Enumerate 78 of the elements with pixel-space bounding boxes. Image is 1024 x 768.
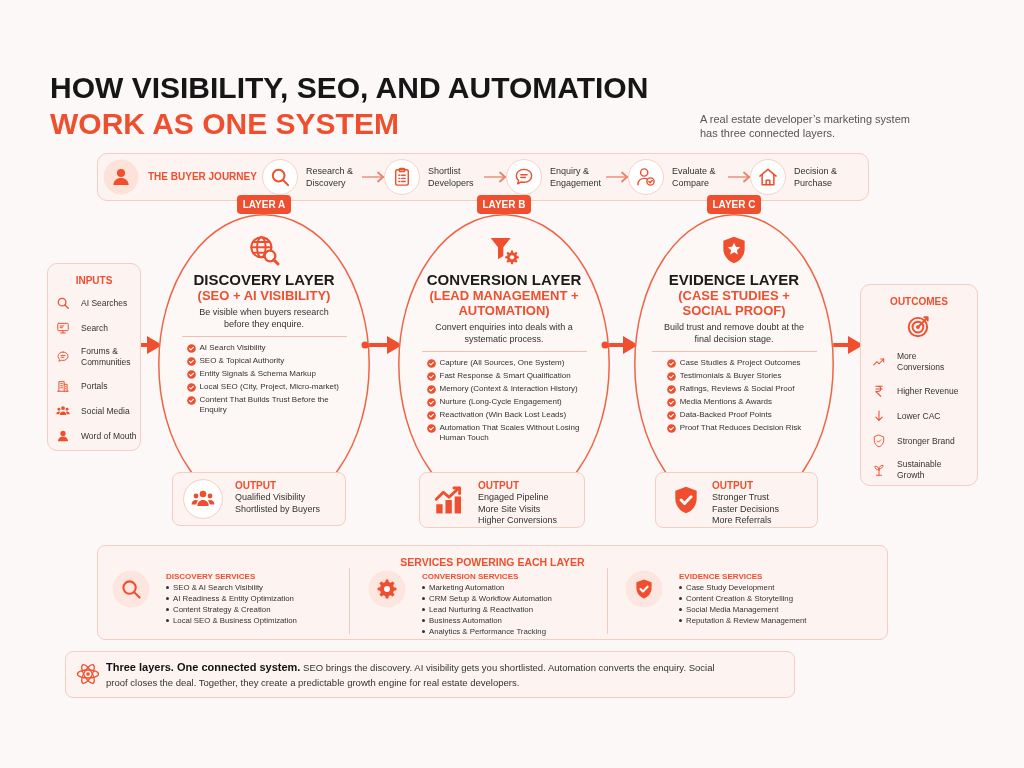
layer-title: CONVERSION LAYER (426, 271, 582, 288)
input-label: AI Searches (81, 297, 128, 309)
bullet-text: Data-Backed Proof Points (679, 410, 772, 420)
input-label: Forums & Communities (81, 346, 132, 368)
output-heading: OUTPUT (478, 479, 521, 492)
bullet-text: Entity Signals & Schema Markup (199, 369, 316, 379)
output-text: Shortlisted by Buyers (235, 503, 321, 515)
output-heading: OUTPUT (235, 479, 278, 492)
services-panel (97, 545, 888, 640)
bullet-text: Nurture (Long-Cycle Engagement) (439, 397, 562, 407)
output-text: More Site Visits (478, 503, 542, 515)
bullet-text: AI Search Visibility (199, 343, 266, 353)
bullet-text: Content That Builds Trust Before the Enquiry (199, 395, 330, 415)
input-label: Word of Mouth (81, 430, 137, 442)
input-label: Search (81, 322, 108, 334)
input-label: Social Media (81, 405, 130, 417)
layer-description: Convert enquiries into deals with a systematic process. (434, 322, 574, 345)
step-label: Decision & Purchase (794, 165, 839, 189)
output-heading: OUTPUT (712, 479, 755, 492)
panel-heading: OUTCOMES (890, 296, 948, 307)
output-text: Qualified Visibility (235, 492, 307, 504)
small-arrow (727, 171, 751, 183)
summary-note (65, 651, 795, 698)
journey-bar (97, 153, 869, 201)
output-text: More Referrals (712, 515, 773, 527)
service-group-heading: DISCOVERY SERVICES (166, 571, 257, 582)
layer-subtitle: (SEO + AI VISIBILITY) (197, 288, 331, 303)
output-card (172, 472, 346, 526)
panel-heading: INPUTS (75, 275, 113, 286)
inputs-panel (47, 263, 141, 451)
bullet-text: SEO & Topical Authority (199, 356, 285, 366)
journey-heading: THE BUYER JOURNEY (148, 171, 257, 182)
bullet-text: Proof That Reduces Decision Risk (679, 423, 802, 433)
bullet-text: Media Mentions & Awards (679, 397, 772, 407)
outcomes-panel (860, 284, 978, 486)
outcome-label: More Conversions (897, 351, 946, 373)
layer-subtitle: (CASE STUDIES + SOCIAL PROOF) (677, 288, 791, 318)
step-label: Shortlist Developers (428, 165, 475, 189)
layer-title: DISCOVERY LAYER (193, 271, 335, 288)
small-arrow (605, 171, 629, 183)
output-card (419, 472, 585, 528)
output-text: Engaged Pipeline (478, 492, 550, 504)
outcome-label: Sustainable Growth (897, 459, 943, 481)
input-label: Portals (81, 380, 108, 392)
summary-text: Three layers. One connected system. SEO brings the discovery. AI visibility gets you shortlisted. Automation converts the enquiry. Social proof closes the deal. Together, they create a predictable growth engine for real estate developers. (106, 660, 716, 690)
bullet-text: Capture (All Sources, One System) (439, 358, 565, 368)
step-label: Enquiry & Engagement (550, 165, 603, 189)
output-text: Higher Conversions (478, 515, 558, 527)
bullet-text: Reactivation (Win Back Lost Leads) (439, 410, 567, 420)
bullet-text: Ratings, Reviews & Social Proof (679, 384, 795, 394)
step-label: Research & Discovery (306, 165, 355, 189)
outcome-label: Stronger Brand (897, 435, 955, 447)
outcome-label: Higher Revenue (897, 385, 959, 397)
bullet-text: Automation That Scales Without Losing Human Touch (439, 423, 581, 443)
subtitle: A real estate developer’s marketing system has three connected layers. (700, 112, 911, 140)
service-group-heading: EVIDENCE SERVICES (679, 571, 764, 582)
layer-description: Build trust and remove doubt at the final decision stage. (662, 322, 806, 345)
layer-tag: LAYER A (237, 195, 291, 214)
bullet-text: Testimonials & Buyer Stories (679, 371, 782, 381)
outcome-label: Lower CAC (897, 410, 941, 422)
layer-title: EVIDENCE LAYER (668, 271, 800, 288)
service-group-heading: CONVERSION SERVICES (422, 571, 520, 582)
step-label: Evaluate & Compare (672, 165, 717, 189)
small-arrow (361, 171, 385, 183)
services-heading: SERVICES POWERING EACH LAYER (400, 556, 585, 568)
layer-description: Be visible when buyers research before they enquire. (198, 307, 330, 330)
small-arrow (483, 171, 507, 183)
bullet-text: Memory (Context & Interaction History) (439, 384, 578, 394)
layer-subtitle: (LEAD MANAGEMENT + AUTOMATION) (428, 288, 580, 318)
layer-tag: LAYER C (707, 195, 761, 214)
bullet-text: Local SEO (City, Project, Micro-market) (199, 382, 339, 392)
output-text: Stronger Trust (712, 492, 771, 504)
title: HOW VISIBILITY, SEO, AND AUTOMATION WORK AS ONE SYSTEM (50, 70, 650, 142)
bullet-text: Fast Response & Smart Qualification (439, 371, 571, 381)
output-text: Faster Decisions (712, 503, 780, 515)
layer-tag: LAYER B (477, 195, 531, 214)
bullet-text: Case Studies & Project Outcomes (679, 358, 801, 368)
output-card (655, 472, 818, 528)
